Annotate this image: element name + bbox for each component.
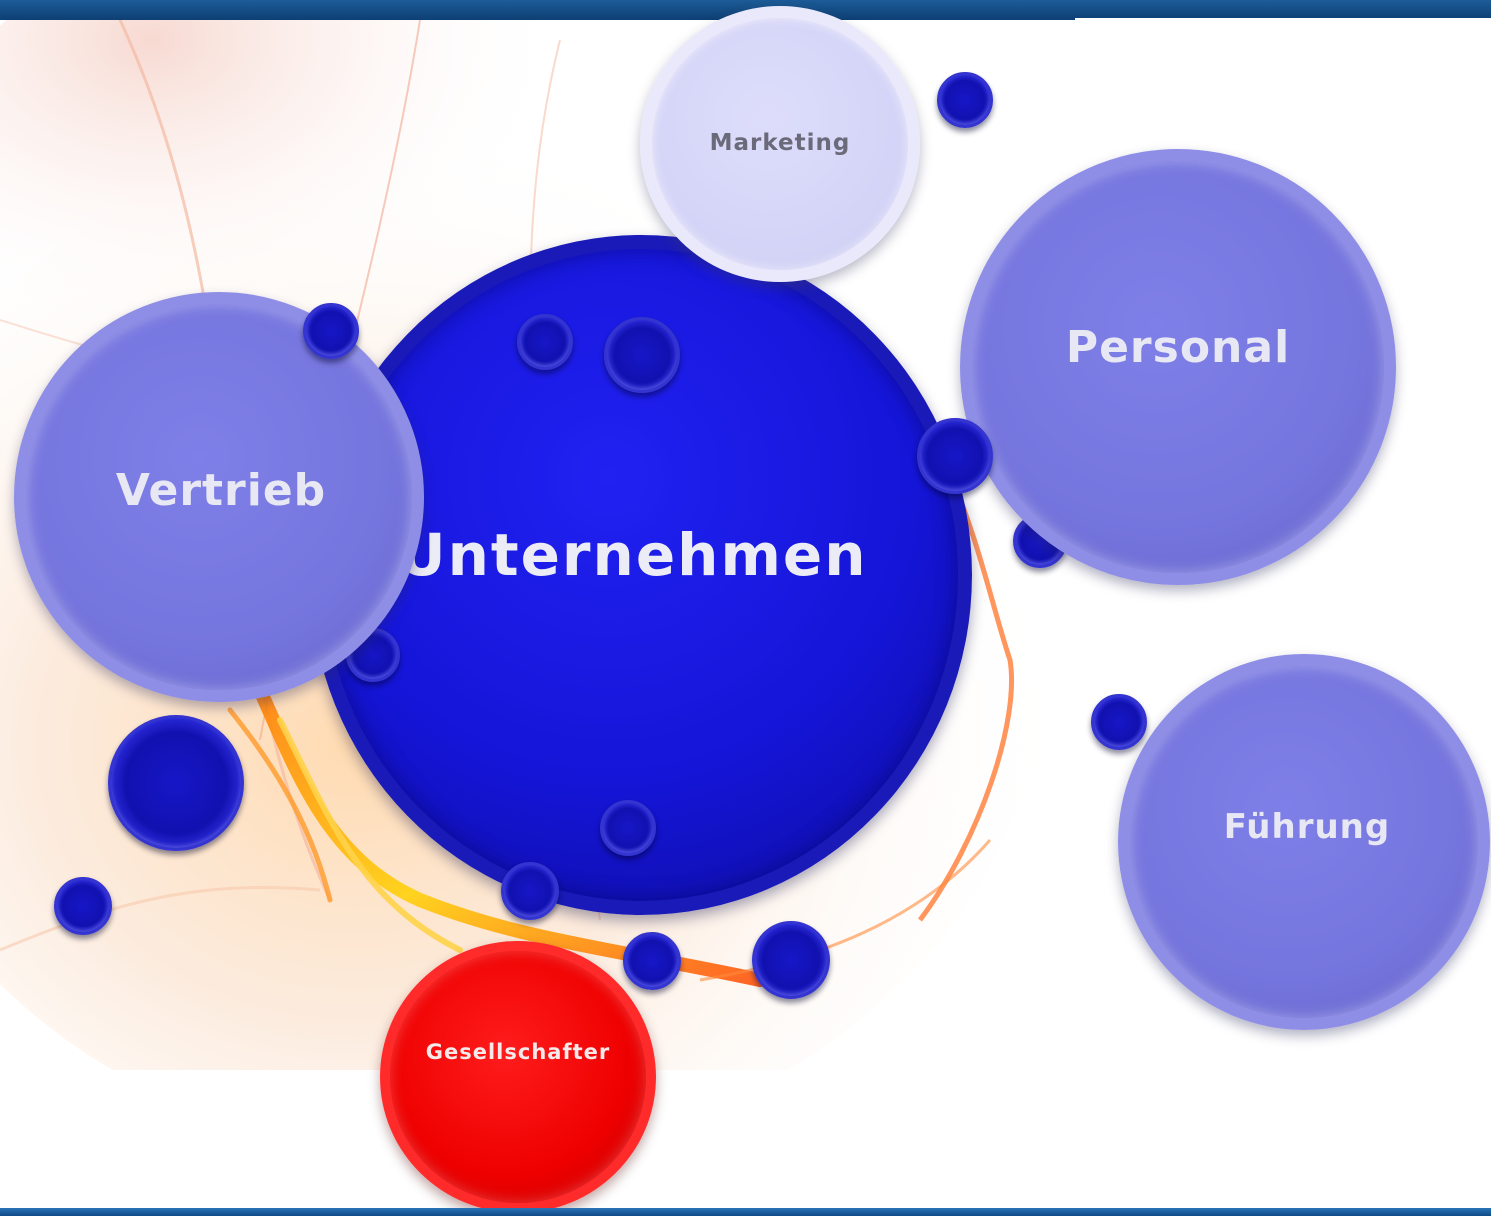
node-fuehrung-label: Führung	[1223, 807, 1391, 847]
node-personal-label: Personal	[1065, 321, 1291, 373]
decorative-dot	[108, 715, 244, 851]
node-gesellschafter: Gesellschafter	[380, 941, 656, 1213]
decorative-dot	[1091, 694, 1147, 750]
node-marketing: Marketing	[640, 6, 920, 282]
decorative-dot	[623, 932, 681, 990]
node-fuehrung: Führung	[1118, 654, 1490, 1030]
decorative-dot	[604, 317, 680, 393]
node-marketing-label: Marketing	[709, 130, 851, 156]
decorative-dot	[501, 862, 559, 920]
header-bar-notch	[1075, 18, 1491, 21]
decorative-dot	[937, 72, 993, 128]
node-gesellschafter-label: Gesellschafter	[425, 1040, 611, 1064]
decorative-dot	[517, 314, 573, 370]
node-personal: Personal	[960, 149, 1396, 585]
decorative-dot	[752, 921, 830, 999]
decorative-dot	[917, 418, 993, 494]
center-node-label: Unternehmen	[398, 521, 868, 589]
node-vertrieb-label: Vertrieb	[115, 464, 327, 516]
footer-bar	[0, 1208, 1491, 1216]
node-vertrieb: Vertrieb	[14, 292, 424, 702]
decorative-dot	[54, 877, 112, 935]
decorative-dot	[303, 303, 359, 359]
decorative-dot	[600, 800, 656, 856]
